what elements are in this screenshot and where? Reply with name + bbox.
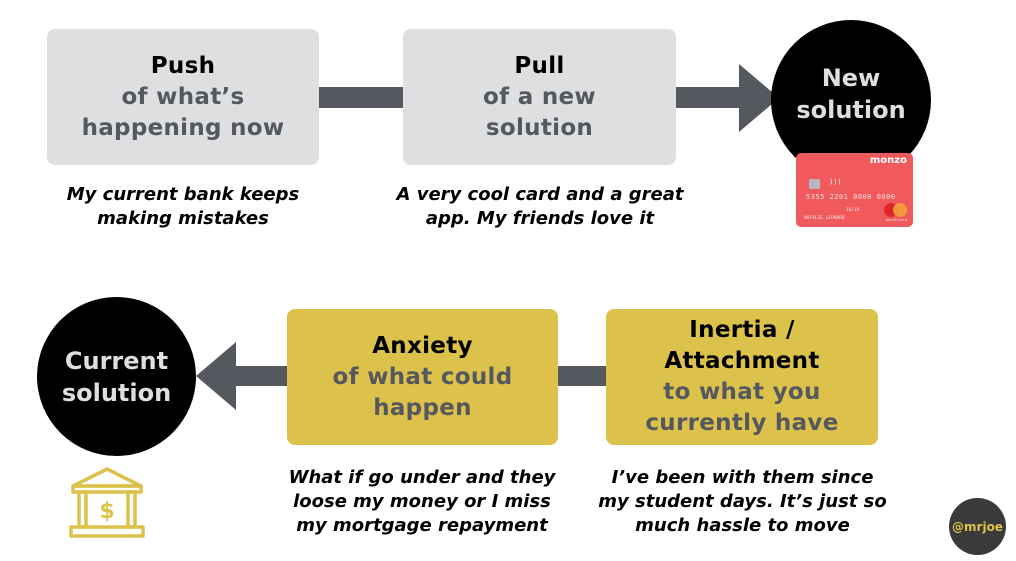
inertia-caption-line-1: I’ve been with them since — [611, 467, 874, 488]
card-number: 5355 2201 0000 0000 — [806, 193, 896, 201]
anxiety-title: Anxiety — [372, 332, 473, 359]
push-caption-line-1: My current bank keeps — [66, 184, 300, 205]
push-subtitle-line-2: happening now — [81, 114, 285, 141]
inertia-caption: I’ve been with them since my student day… — [590, 466, 895, 538]
push-subtitle-line-1: of what’s — [121, 83, 245, 110]
inertia-title-line-1: Inertia / — [689, 317, 795, 343]
push-caption-line-2: making mistakes — [97, 208, 269, 229]
contactless-icon: ))) — [829, 178, 842, 186]
pull-title: Pull — [514, 52, 565, 79]
inertia-caption-line-2: my student days. It’s just so — [598, 491, 887, 512]
inertia-caption-line-3: much hassle to move — [635, 515, 850, 536]
new-solution-line-2: solution — [796, 96, 906, 124]
arrow-shaft-to-new-solution — [676, 87, 740, 108]
push-title: Push — [150, 52, 216, 79]
author-handle-badge: @mrjoe — [949, 498, 1006, 555]
new-solution-line-1: New — [821, 64, 881, 92]
pull-caption: A very cool card and a great app. My fri… — [385, 183, 695, 231]
mastercard-logo-icon-overlap — [893, 203, 907, 217]
card-brand: monzo — [869, 155, 907, 166]
arrow-shaft-to-current-solution — [235, 366, 287, 386]
current-solution-circle: Current solution — [37, 297, 196, 456]
pull-box: Pull of a new solution — [403, 29, 676, 165]
push-box: Push of what’s happening now — [47, 29, 319, 165]
card-network-label: mastercard — [885, 218, 907, 222]
inertia-subtitle-line-2: currently have — [645, 410, 839, 436]
inertia-title-line-2: Attachment — [664, 348, 820, 374]
connector-push-pull — [319, 87, 403, 108]
inertia-box: Inertia / Attachment to what you current… — [606, 309, 878, 445]
connector-anxiety-inertia — [558, 366, 606, 386]
monzo-card: monzo ))) 5355 2201 0000 0000 16/19 NATA… — [796, 153, 913, 227]
anxiety-caption-line-3: my mortgage repayment — [296, 515, 548, 536]
card-holder: NATALIE LEONARD — [804, 216, 845, 221]
current-solution-line-1: Current — [64, 346, 169, 375]
arrow-left-icon — [196, 342, 236, 410]
anxiety-caption-line-1: What if go under and they — [288, 467, 556, 488]
anxiety-subtitle-line-1: of what could — [332, 363, 513, 390]
anxiety-caption-line-2: loose my money or I miss — [293, 491, 551, 512]
pull-caption-line-2: app. My friends love it — [425, 208, 655, 229]
push-caption: My current bank keeps making mistakes — [40, 183, 326, 231]
anxiety-caption: What if go under and they loose my money… — [272, 466, 572, 538]
bank-dollar-icon: $ — [69, 467, 145, 538]
pull-caption-line-1: A very cool card and a great — [396, 184, 684, 205]
svg-text:$: $ — [99, 499, 114, 524]
inertia-subtitle-line-1: to what you — [663, 379, 821, 405]
anxiety-subtitle-line-2: happen — [373, 394, 472, 421]
pull-subtitle-line-1: of a new — [483, 83, 596, 110]
card-expiry: 16/19 — [846, 208, 860, 213]
current-solution-line-2: solution — [61, 378, 172, 407]
chip-icon — [809, 179, 820, 189]
anxiety-box: Anxiety of what could happen — [287, 309, 558, 445]
pull-subtitle-line-2: solution — [485, 114, 594, 141]
